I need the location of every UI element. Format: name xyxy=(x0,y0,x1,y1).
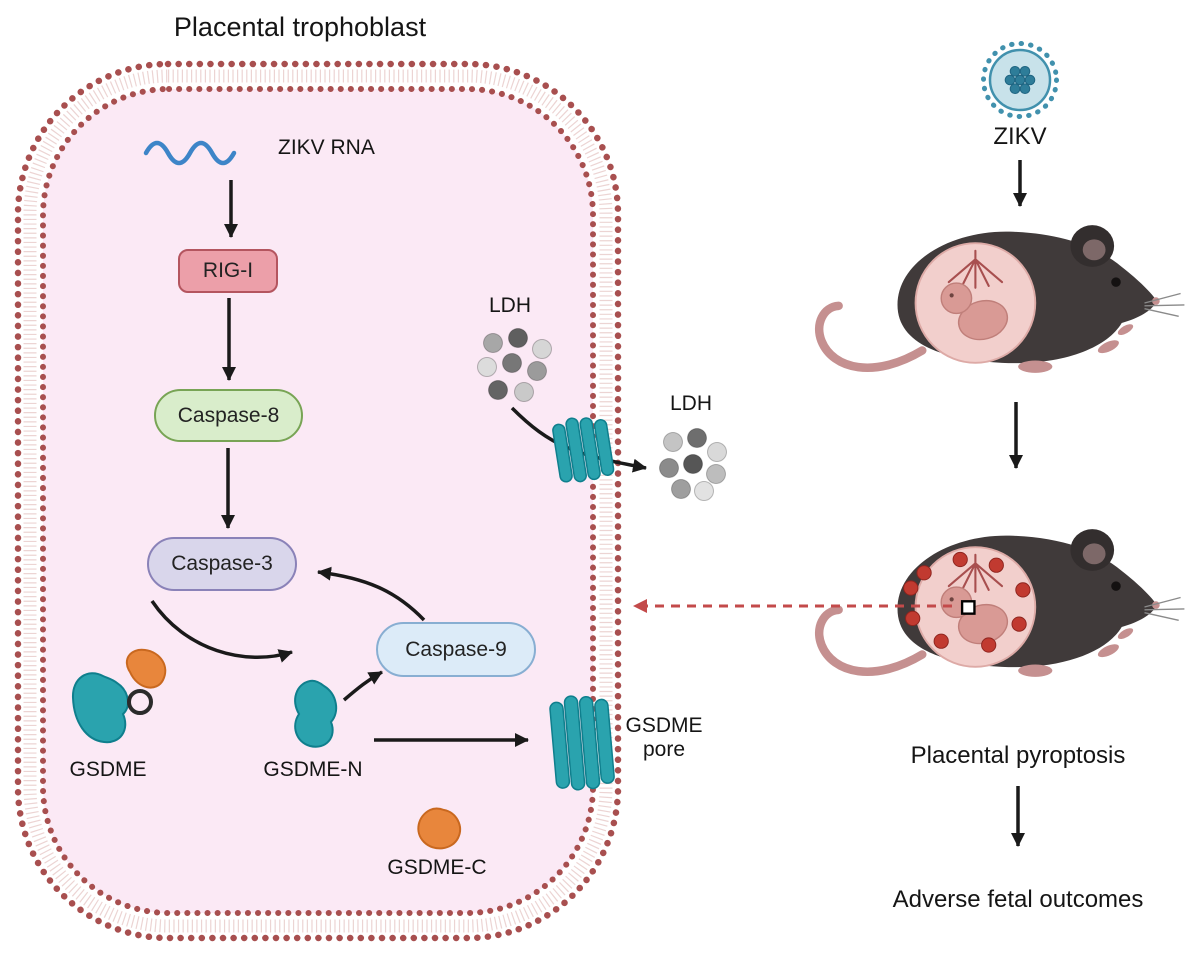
gsdme-pore-label-line2: pore xyxy=(642,738,686,761)
gsdme-molecule xyxy=(71,648,167,744)
gsdme-n-label: GSDME-N xyxy=(263,758,363,781)
gsdme-c-label: GSDME-C xyxy=(387,856,487,879)
gsdme-pore xyxy=(549,695,615,791)
cytoplasm xyxy=(43,89,593,913)
membrane-inner-leaflet xyxy=(40,86,596,916)
caspase-3-node: Caspase-3 xyxy=(147,537,297,591)
zikv-virus-icon xyxy=(981,41,1059,119)
gsdme-linker-ring xyxy=(127,689,153,715)
arrow-caspase9-to-caspase3 xyxy=(317,566,426,622)
caspase-9-node: Caspase-9 xyxy=(376,622,536,677)
ldh-outside-label: LDH xyxy=(669,392,713,415)
rig-i-node: RIG-I xyxy=(178,249,278,293)
gsdme-c-molecule xyxy=(417,807,462,850)
ldh-cluster-inside xyxy=(477,328,552,402)
gsdme-label: GSDME xyxy=(69,758,147,781)
mouse-pyroptosis xyxy=(819,529,1184,677)
zikv-rna-wave xyxy=(143,140,237,166)
ldh-cluster-outside xyxy=(659,428,727,501)
membrane-channel xyxy=(552,417,615,483)
placental-pyroptosis-label: Placental pyroptosis xyxy=(910,742,1126,769)
adverse-fetal-outcomes-label: Adverse fetal outcomes xyxy=(892,886,1144,913)
gsdme-pore-label: GSDME pore xyxy=(625,714,702,762)
zikv-rna-label: ZIKV RNA xyxy=(278,136,375,159)
arrow-gsdmen-to-caspase9 xyxy=(342,670,383,702)
cell-title: Placental trophoblast xyxy=(173,12,427,42)
gsdme-n-molecule xyxy=(294,679,338,748)
zikv-label: ZIKV xyxy=(993,123,1047,150)
pyroptosis-dots xyxy=(903,551,1031,653)
membrane-outer-leaflet xyxy=(14,60,622,942)
mouse-infected xyxy=(819,225,1184,373)
right-flow-arrows xyxy=(1009,160,1027,847)
zoom-region-marker xyxy=(960,600,976,615)
trophoblast-cell xyxy=(14,60,622,942)
ldh-inside-label: LDH xyxy=(488,294,532,317)
caspase-8-node: Caspase-8 xyxy=(154,389,303,442)
gsdme-pore-label-line1: GSDME xyxy=(625,714,703,737)
arrow-caspase3-cleaves-gsdme xyxy=(150,600,293,663)
